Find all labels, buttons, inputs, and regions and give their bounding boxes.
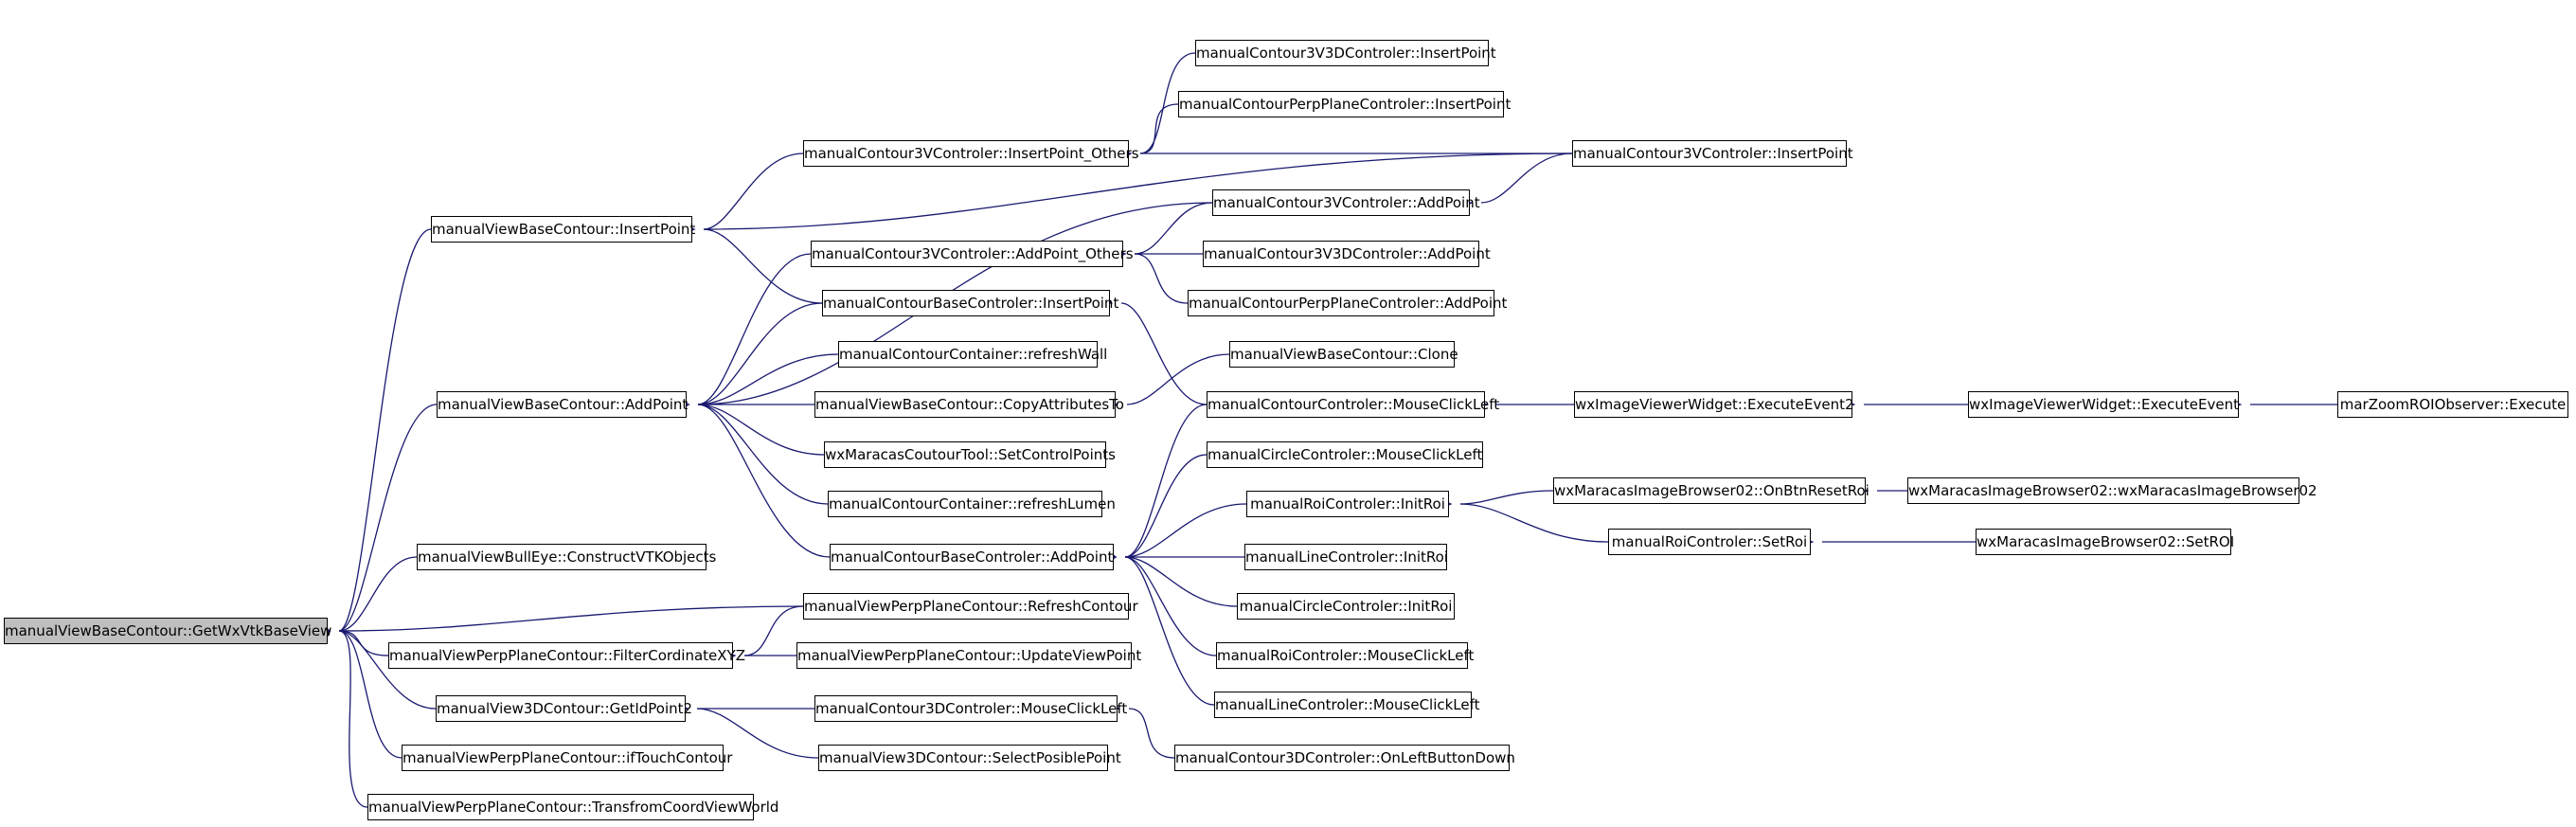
call-edge-n9-to-n1: [703, 153, 804, 230]
graph-node-n30[interactable]: manualCircleControler::InitRoi: [1237, 593, 1455, 620]
graph-node-n39[interactable]: wxMaracasImageBrowser02::wxMaracasImageB…: [1907, 477, 2317, 504]
graph-node-n3[interactable]: manualViewBullEye::ConstructVTKObjects: [417, 544, 716, 570]
call-edge-n20-to-n9: [1139, 52, 1196, 154]
graph-node-n8[interactable]: manualViewPerpPlaneContour::TransfromCoo…: [367, 794, 778, 820]
call-edge-n10-to-n2: [697, 302, 823, 405]
call-edge-n37-to-n28: [1459, 503, 1609, 543]
graph-node-n35[interactable]: wxImageViewerWidget::ExecuteEvent2: [1574, 391, 1854, 418]
graph-node-n40[interactable]: wxMaracasImageBrowser02::SetROI: [1976, 529, 2234, 555]
call-edge-n28-to-n16: [1124, 503, 1247, 558]
call-edge-n33-to-n18: [1128, 708, 1175, 759]
call-edge-n10-to-n1: [703, 228, 823, 304]
call-edge-n26-to-n10: [1120, 302, 1208, 405]
graph-node-n16[interactable]: manualContourBaseControler::AddPoint: [830, 544, 1114, 570]
call-edge-n32-to-n16: [1124, 556, 1215, 706]
graph-node-n18[interactable]: manualContour3DControler::MouseClickLeft: [814, 695, 1127, 722]
graph-node-n13[interactable]: manualViewBaseContour::CopyAttributesTo: [814, 391, 1124, 418]
graph-node-n14[interactable]: wxMaracasCoutourTool::SetControlPoints: [824, 441, 1116, 468]
call-edge-n19-to-n6: [696, 708, 819, 759]
call-edge-n21-to-n9: [1139, 103, 1179, 154]
graph-node-n37[interactable]: manualRoiControler::SetRoi: [1608, 529, 1811, 555]
graph-node-n36[interactable]: wxMaracasImageBrowser02::OnBtnResetRoi: [1553, 477, 1869, 504]
graph-node-n31[interactable]: manualRoiControler::MouseClickLeft: [1216, 642, 1474, 669]
call-edge-n34-to-n1: [703, 153, 1573, 230]
call-edge-n12-to-n2: [697, 353, 839, 405]
graph-node-n0[interactable]: manualViewBaseContour::GetWxVtkBaseView: [4, 618, 331, 644]
graph-node-n21[interactable]: manualContourPerpPlaneControler::InsertP…: [1178, 91, 1511, 117]
graph-node-n25[interactable]: manualViewBaseContour::Clone: [1229, 341, 1458, 368]
call-edge-n26-to-n16: [1124, 404, 1208, 558]
graph-node-n11[interactable]: manualContour3VControler::AddPoint_Other…: [811, 241, 1134, 267]
call-edge-n3-to-n0: [338, 556, 418, 632]
graph-node-n7[interactable]: manualViewPerpPlaneContour::ifTouchConto…: [402, 745, 732, 771]
graph-node-n41[interactable]: marZoomROIObserver::Execute: [2337, 391, 2568, 418]
call-edge-n22-to-n11: [1134, 202, 1213, 255]
call-edge-n1-to-n0: [338, 228, 432, 632]
graph-node-n9[interactable]: manualContour3VControler::InsertPoint_Ot…: [803, 140, 1139, 167]
graph-node-n34[interactable]: manualContour3VControler::InsertPoint: [1572, 140, 1853, 167]
call-edge-n8-to-n0: [338, 630, 368, 808]
graph-node-n27[interactable]: manualCircleControler::MouseClickLeft: [1207, 441, 1483, 468]
graph-node-n10[interactable]: manualContourBaseControler::InsertPoint: [822, 290, 1118, 316]
call-edge-n24-to-n11: [1134, 253, 1189, 304]
call-edge-n6-to-n0: [338, 630, 437, 710]
call-edge-n4-to-n0: [338, 605, 804, 632]
graph-node-n28[interactable]: manualRoiControler::InitRoi: [1246, 491, 1449, 517]
graph-node-n1[interactable]: manualViewBaseContour::InsertPoint: [431, 216, 695, 243]
call-edge-n27-to-n16: [1124, 454, 1208, 558]
call-edge-n15-to-n2: [697, 404, 829, 505]
call-edge-n31-to-n16: [1124, 556, 1217, 656]
graph-node-n15[interactable]: manualContourContainer::refreshLumen: [828, 491, 1116, 517]
graph-node-n33[interactable]: manualContour3DControler::OnLeftButtonDo…: [1174, 745, 1515, 771]
call-edge-n14-to-n2: [697, 404, 825, 456]
graph-node-n19[interactable]: manualView3DContour::SelectPosiblePoint: [818, 745, 1121, 771]
call-edge-n2-to-n0: [338, 404, 438, 632]
graph-node-n23[interactable]: manualContour3V3DControler::AddPoint: [1203, 241, 1491, 267]
graph-node-n2[interactable]: manualViewBaseContour::AddPoint: [437, 391, 688, 418]
call-edge-n16-to-n2: [697, 404, 831, 558]
graph-node-n17[interactable]: manualViewPerpPlaneContour::UpdateViewPo…: [796, 642, 1141, 669]
graph-node-n24[interactable]: manualContourPerpPlaneControler::AddPoin…: [1188, 290, 1507, 316]
graph-node-n29[interactable]: manualLineControler::InitRoi: [1244, 544, 1448, 570]
graph-node-n12[interactable]: manualContourContainer::refreshWall: [838, 341, 1107, 368]
graph-node-n26[interactable]: manualContourControler::MouseClickLeft: [1207, 391, 1499, 418]
graph-node-n20[interactable]: manualContour3V3DControler::InsertPoint: [1195, 40, 1496, 66]
call-edge-n34-to-n22: [1480, 153, 1573, 204]
call-edge-n7-to-n0: [338, 630, 402, 759]
call-edge-n25-to-n13: [1126, 353, 1230, 405]
graph-node-n6[interactable]: manualView3DContour::GetIdPoint2: [436, 695, 692, 722]
call-edge-n30-to-n16: [1124, 556, 1238, 607]
graph-node-n5[interactable]: manualViewPerpPlaneContour::FilterCordin…: [388, 642, 745, 669]
graph-node-n38[interactable]: wxImageViewerWidget::ExecuteEvent: [1968, 391, 2239, 418]
call-edge-n11-to-n2: [697, 253, 812, 405]
graph-node-n32[interactable]: manualLineControler::MouseClickLeft: [1214, 692, 1480, 718]
call-edge-n4-to-n5: [743, 605, 804, 656]
graph-node-n4[interactable]: manualViewPerpPlaneContour::RefreshConto…: [803, 593, 1138, 620]
graph-node-n22[interactable]: manualContour3VControler::AddPoint: [1212, 189, 1480, 216]
call-edge-n36-to-n28: [1459, 490, 1554, 505]
